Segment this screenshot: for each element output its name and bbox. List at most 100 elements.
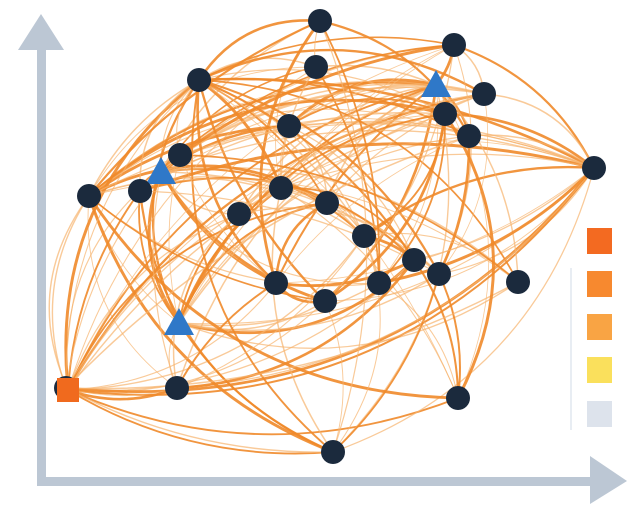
legend-swatch <box>587 314 612 340</box>
network-edge <box>271 187 334 453</box>
network-edge <box>178 43 456 157</box>
network-edge <box>319 20 381 284</box>
circle-node <box>446 386 470 410</box>
circle-node <box>367 271 391 295</box>
network-edge <box>197 78 441 276</box>
network-edge <box>176 235 365 389</box>
network-edge <box>288 125 415 261</box>
circle-node <box>168 143 192 167</box>
network-edge <box>198 79 519 283</box>
network-edge <box>280 187 415 261</box>
circle-node <box>269 176 293 200</box>
network-edge <box>138 190 180 324</box>
legend-divider <box>570 268 572 430</box>
network-edge <box>178 281 519 349</box>
circle-node <box>308 9 332 33</box>
network-edge <box>378 282 459 399</box>
edge-layer <box>48 19 596 455</box>
network-edge <box>196 78 278 285</box>
network-edge <box>274 258 416 288</box>
network-edge <box>323 112 447 303</box>
circle-node <box>313 289 337 313</box>
network-edge <box>176 282 277 389</box>
circle-node <box>321 440 345 464</box>
network-edge <box>378 113 446 284</box>
y-axis-line <box>37 44 46 486</box>
network-edge <box>67 44 455 391</box>
square-node <box>57 378 79 402</box>
triangle-node <box>146 157 176 184</box>
network-edge <box>438 273 461 399</box>
network-edge <box>152 171 178 389</box>
network-edge <box>65 93 485 389</box>
circle-node <box>187 68 211 92</box>
x-axis-line <box>37 477 597 486</box>
node-layer <box>54 9 606 464</box>
triangle-node <box>164 308 194 335</box>
circle-node <box>402 248 426 272</box>
circle-node <box>472 82 496 106</box>
legend-swatch <box>587 271 612 297</box>
network-edge <box>179 154 277 284</box>
network-edge <box>197 78 327 303</box>
network-edge <box>197 78 283 190</box>
circle-node <box>352 224 376 248</box>
legend-swatch <box>587 228 612 254</box>
network-edge <box>238 113 446 215</box>
circle-node <box>506 270 530 294</box>
network-edge <box>443 112 495 400</box>
axes <box>18 14 627 504</box>
network-edge <box>443 112 596 170</box>
network-edge <box>138 189 335 454</box>
triangle-node <box>421 70 451 97</box>
network-edge <box>412 258 460 400</box>
network-edge <box>67 389 459 436</box>
network-edge <box>190 79 334 453</box>
network-edge <box>64 78 201 392</box>
network-edge <box>172 213 240 389</box>
network-edge <box>435 84 490 399</box>
circle-node <box>304 55 328 79</box>
network-edge <box>48 195 90 391</box>
network-edge <box>87 194 460 400</box>
network-edge <box>178 300 326 331</box>
circle-node <box>277 114 301 138</box>
network-edge <box>65 281 519 390</box>
circle-node <box>165 376 189 400</box>
network-edge <box>315 64 437 86</box>
network-edge <box>377 166 596 285</box>
network-edge <box>67 235 365 391</box>
network-edge <box>159 170 327 303</box>
network-edge <box>67 213 240 391</box>
network-edge <box>332 273 440 453</box>
network-edge <box>198 36 455 81</box>
y-axis-arrow-icon <box>18 14 64 50</box>
network-edge <box>288 83 485 127</box>
network-edge <box>362 165 596 238</box>
network-edge <box>197 19 322 82</box>
network-edge <box>67 84 437 391</box>
network-edge <box>280 44 455 189</box>
network-edge <box>437 134 471 276</box>
network-edge <box>452 43 596 170</box>
network-edge <box>67 282 277 391</box>
legend-swatch <box>587 357 612 383</box>
color-legend <box>570 228 612 430</box>
circle-node <box>128 179 152 203</box>
circle-node <box>227 202 251 226</box>
circle-node <box>77 184 101 208</box>
network-edge <box>88 79 200 197</box>
network-edge <box>67 190 141 391</box>
network-edge <box>324 44 455 302</box>
network-edge <box>65 387 334 453</box>
circle-node <box>582 156 606 180</box>
network-edge <box>51 195 90 389</box>
network-edge <box>65 79 200 389</box>
network-edge <box>332 167 595 453</box>
circle-node <box>433 102 457 126</box>
network-edge <box>179 154 519 283</box>
circle-node <box>442 33 466 57</box>
network-edge <box>175 258 416 390</box>
network-edge <box>65 135 470 389</box>
